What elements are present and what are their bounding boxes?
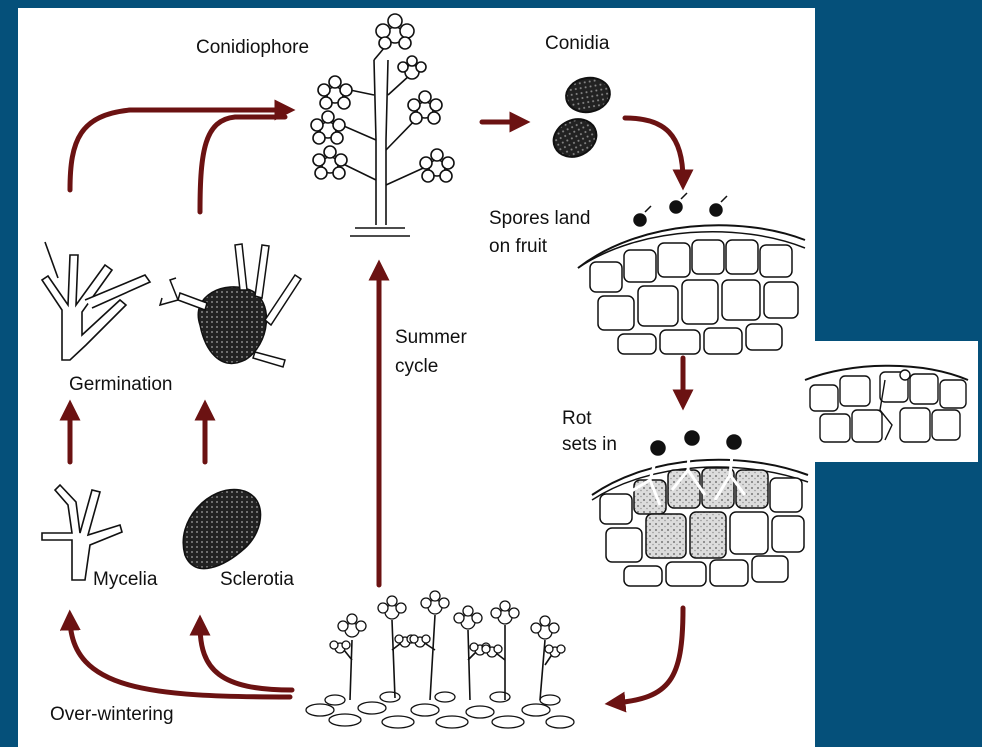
germinating-mycelium-illustration [42, 242, 150, 360]
conidia-illustration [547, 74, 612, 163]
label-sclerotia: Sclerotia [220, 569, 294, 591]
label-spores-land-line1: Spores land [489, 208, 590, 230]
label-conidiophore: Conidiophore [196, 37, 309, 59]
arrow-sclerotia-germ-to-conidiophore [200, 117, 285, 212]
label-mycelia: Mycelia [93, 569, 157, 591]
rot-tissue-illustration [592, 431, 808, 586]
label-summer-line2: cycle [395, 356, 438, 378]
arrow-conidia-to-fruit [625, 118, 683, 180]
label-conidia: Conidia [545, 33, 609, 55]
sclerotia-illustration [183, 490, 260, 569]
arrow-overwinter-to-sclerotia [200, 625, 292, 690]
label-rot-line2: sets in [562, 434, 617, 456]
label-germination: Germination [69, 374, 173, 396]
label-rot-line1: Rot [562, 408, 592, 430]
conidiophore-illustration [311, 14, 454, 236]
mycelia-illustration [42, 485, 122, 580]
germinating-sclerotium-illustration [160, 244, 301, 367]
arrow-germination-to-conidiophore [70, 110, 285, 190]
label-summer-line1: Summer [395, 327, 467, 349]
inset-tissue-illustration [805, 366, 968, 442]
arrow-rot-to-overwintering [615, 608, 683, 703]
label-over-wintering: Over-wintering [50, 704, 174, 726]
fruit-tissue-illustration [578, 193, 805, 354]
label-spores-land-line2: on fruit [489, 236, 547, 258]
overwintering-debris-illustration [306, 591, 574, 728]
